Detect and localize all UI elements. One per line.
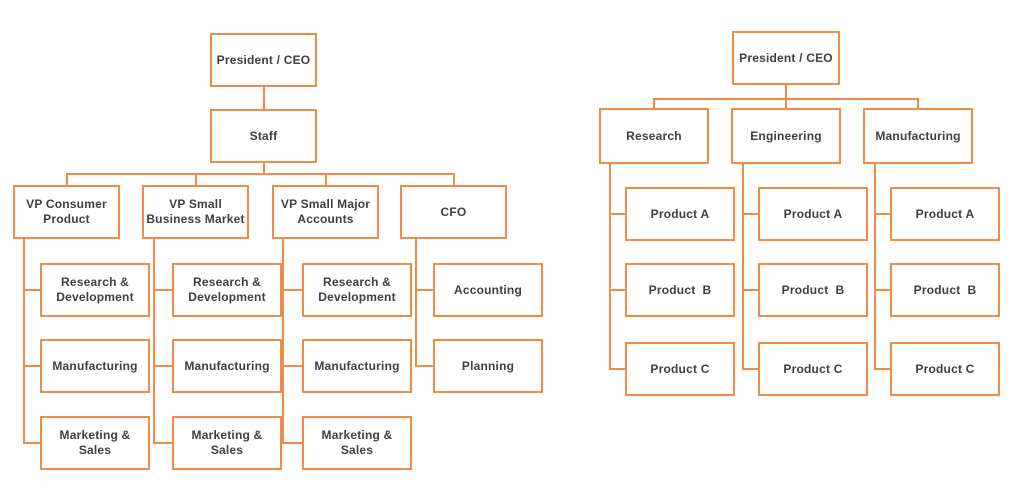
org-node-manufacturing-product-a: Product A xyxy=(890,187,1000,241)
connector xyxy=(23,239,25,444)
org-node-engineering-product-a: Product A xyxy=(758,187,868,241)
connector xyxy=(153,442,172,444)
org-node-manufacturing-1: Manufacturing xyxy=(40,339,150,393)
connector xyxy=(263,87,265,109)
connector xyxy=(23,289,40,291)
org-node-engineering-product-b: Product B xyxy=(758,263,868,317)
connector xyxy=(153,239,155,444)
connector xyxy=(609,213,625,215)
org-node-cfo: CFO xyxy=(400,185,507,239)
org-node-president-ceo: President / CEO xyxy=(210,33,317,87)
connector xyxy=(609,289,625,291)
connector xyxy=(874,368,890,370)
org-node-manufacturing-product-b: Product B xyxy=(890,263,1000,317)
connector xyxy=(742,368,758,370)
connector xyxy=(23,442,40,444)
connector xyxy=(263,163,265,175)
connector xyxy=(153,289,172,291)
org-node-rd-2: Research & Development xyxy=(172,263,282,317)
connector xyxy=(282,239,284,444)
connector xyxy=(415,365,433,367)
org-node-planning: Planning xyxy=(433,339,543,393)
connector xyxy=(874,213,890,215)
org-node-engineering-product-c: Product C xyxy=(758,342,868,396)
connector xyxy=(282,289,302,291)
connector xyxy=(66,173,455,175)
org-node-staff: Staff xyxy=(210,109,317,163)
org-node-president-ceo-2: President / CEO xyxy=(732,31,840,85)
org-node-manufacturing-3: Manufacturing xyxy=(302,339,412,393)
org-node-marketing-sales-3: Marketing & Sales xyxy=(302,416,412,470)
org-node-marketing-sales-2: Marketing & Sales xyxy=(172,416,282,470)
org-node-manufacturing-2: Manufacturing xyxy=(172,339,282,393)
connector xyxy=(742,213,758,215)
org-node-research-product-c: Product C xyxy=(625,342,735,396)
org-node-vp-consumer-product: VP Consumer Product xyxy=(13,185,120,239)
org-node-research-product-a: Product A xyxy=(625,187,735,241)
org-node-rd-1: Research & Development xyxy=(40,263,150,317)
connector xyxy=(742,164,744,370)
connector xyxy=(453,175,455,185)
org-node-vp-small-business-market: VP Small Business Market xyxy=(142,185,249,239)
connector xyxy=(153,365,172,367)
connector xyxy=(653,100,655,108)
org-node-engineering-dept: Engineering xyxy=(731,108,841,164)
org-node-research-product-b: Product B xyxy=(625,263,735,317)
org-node-rd-3: Research & Development xyxy=(302,263,412,317)
connector xyxy=(66,175,68,185)
connector xyxy=(874,289,890,291)
org-node-manufacturing-product-c: Product C xyxy=(890,342,1000,396)
connector xyxy=(917,100,919,108)
connector xyxy=(195,175,197,185)
connector xyxy=(415,239,417,367)
connector xyxy=(325,175,327,185)
connector xyxy=(653,98,919,100)
org-node-manufacturing-dept: Manufacturing xyxy=(863,108,973,164)
connector xyxy=(742,289,758,291)
connector xyxy=(609,368,625,370)
org-node-marketing-sales-1: Marketing & Sales xyxy=(40,416,150,470)
org-node-vp-small-major-accounts: VP Small Major Accounts xyxy=(272,185,379,239)
connector xyxy=(874,164,876,370)
connector xyxy=(282,365,302,367)
connector xyxy=(282,442,302,444)
org-node-research-dept: Research xyxy=(599,108,709,164)
connector xyxy=(609,164,611,370)
org-node-accounting: Accounting xyxy=(433,263,543,317)
connector xyxy=(785,85,787,108)
connector xyxy=(23,365,40,367)
connector xyxy=(415,289,433,291)
